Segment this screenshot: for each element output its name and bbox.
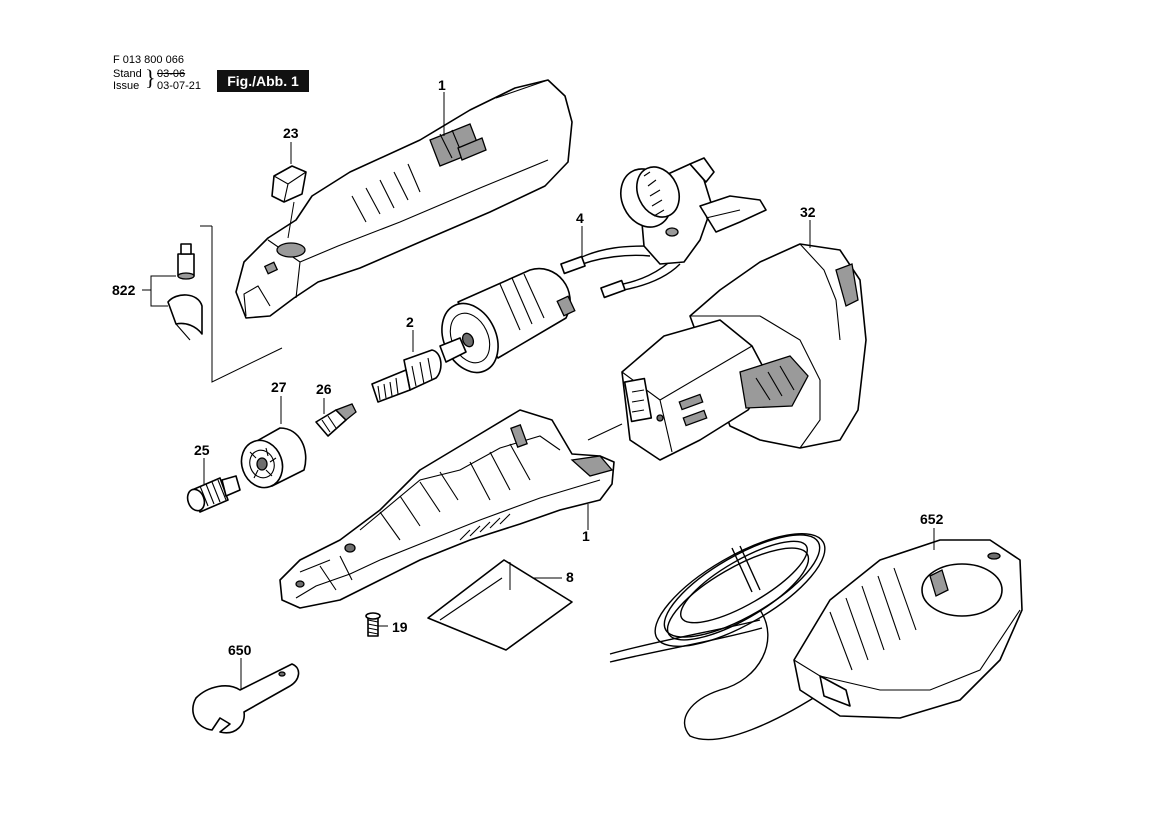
callout-part-23: 23 [283, 125, 299, 141]
callout-labels: 1 1 2 4 8 19 23 25 26 27 32 650 652 822 [112, 77, 944, 658]
callout-part-822: 822 [112, 282, 136, 298]
issue-label: Issue [113, 80, 140, 92]
callout-part-19: 19 [392, 619, 408, 635]
leader-lines [142, 92, 935, 690]
callout-part-26: 26 [316, 381, 332, 397]
callout-part-652: 652 [920, 511, 944, 527]
stand-label: Stand [113, 68, 142, 80]
cap-shape [240, 427, 307, 489]
callout-part-1-upper: 1 [438, 77, 446, 93]
issue-date: 03-07-21 [157, 80, 202, 92]
callout-part-8: 8 [566, 569, 574, 585]
lower-housing-shape [279, 409, 615, 609]
upper-housing-shape [235, 79, 573, 319]
button-shape [271, 165, 307, 203]
nut-shape [186, 475, 241, 513]
screw-shape [365, 612, 381, 637]
callout-part-32: 32 [800, 204, 816, 220]
callout-part-27: 27 [271, 379, 287, 395]
document-number: F 013 800 066 [113, 54, 184, 66]
callout-part-4: 4 [576, 210, 584, 226]
brush-shape [167, 243, 203, 341]
battery-shape [621, 243, 867, 461]
callout-part-1-lower: 1 [582, 528, 590, 544]
wire-shape [560, 157, 767, 299]
callout-part-650: 650 [228, 642, 252, 658]
label-sheet-shape [427, 559, 573, 651]
callout-part-25: 25 [194, 442, 210, 458]
figure-badge: Fig./Abb. 1 [217, 70, 309, 92]
wrench-shape [192, 663, 300, 734]
stand-date: 03-06 [157, 68, 186, 80]
charger-shape [609, 532, 1023, 741]
callout-part-2: 2 [406, 314, 414, 330]
collet-shape [315, 403, 357, 437]
brace-icon: } [145, 65, 156, 90]
motor-shape [371, 267, 576, 403]
